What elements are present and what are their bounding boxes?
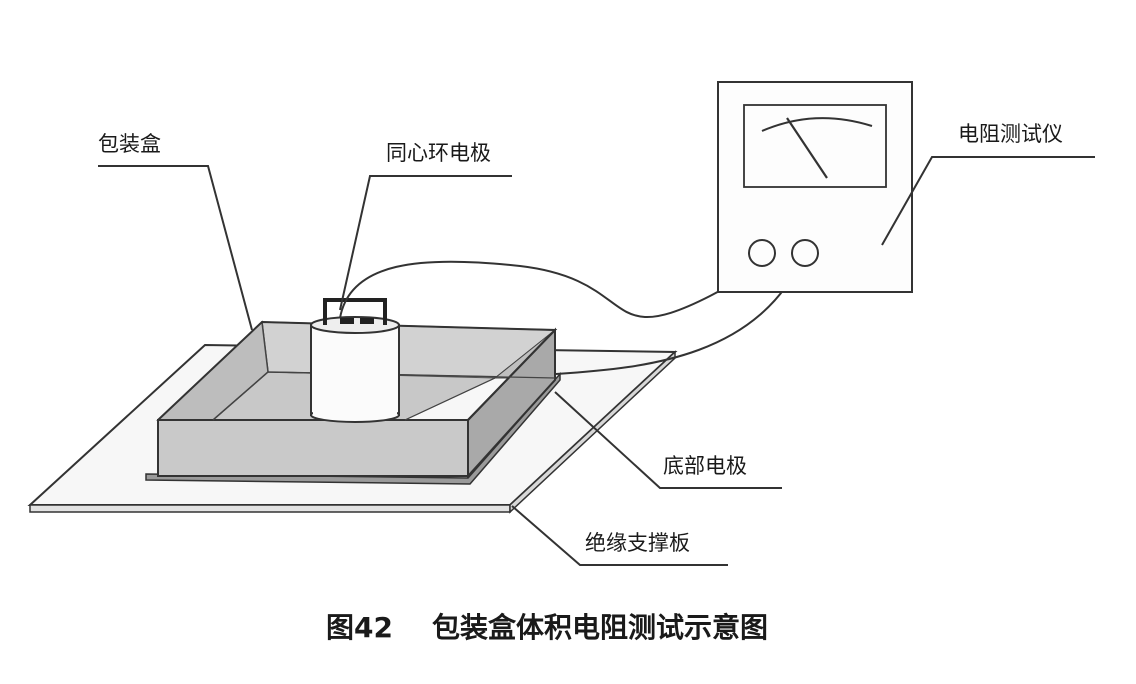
terminal-left [748,239,776,267]
meter-needle [786,117,828,179]
label-packaging-box: 包装盒 [98,132,161,156]
resistance-tester [717,81,913,293]
terminal-right [791,239,819,267]
dial-scale [761,117,873,132]
label-resistance-tester: 电阻测试仪 [958,122,1063,146]
figure-number: 图42 [326,611,393,644]
bottom-electrode [145,372,561,485]
label-bottom-electrode: 底部电极 [663,454,747,478]
concentric-ring-electrode [310,298,400,423]
figure-title: 包装盒体积电阻测试示意图 [432,611,769,644]
label-concentric-ring-electrode: 同心环电极 [386,141,491,165]
leader-lines [98,156,1095,566]
label-insulating-support-plate: 绝缘支撑板 [585,531,690,555]
